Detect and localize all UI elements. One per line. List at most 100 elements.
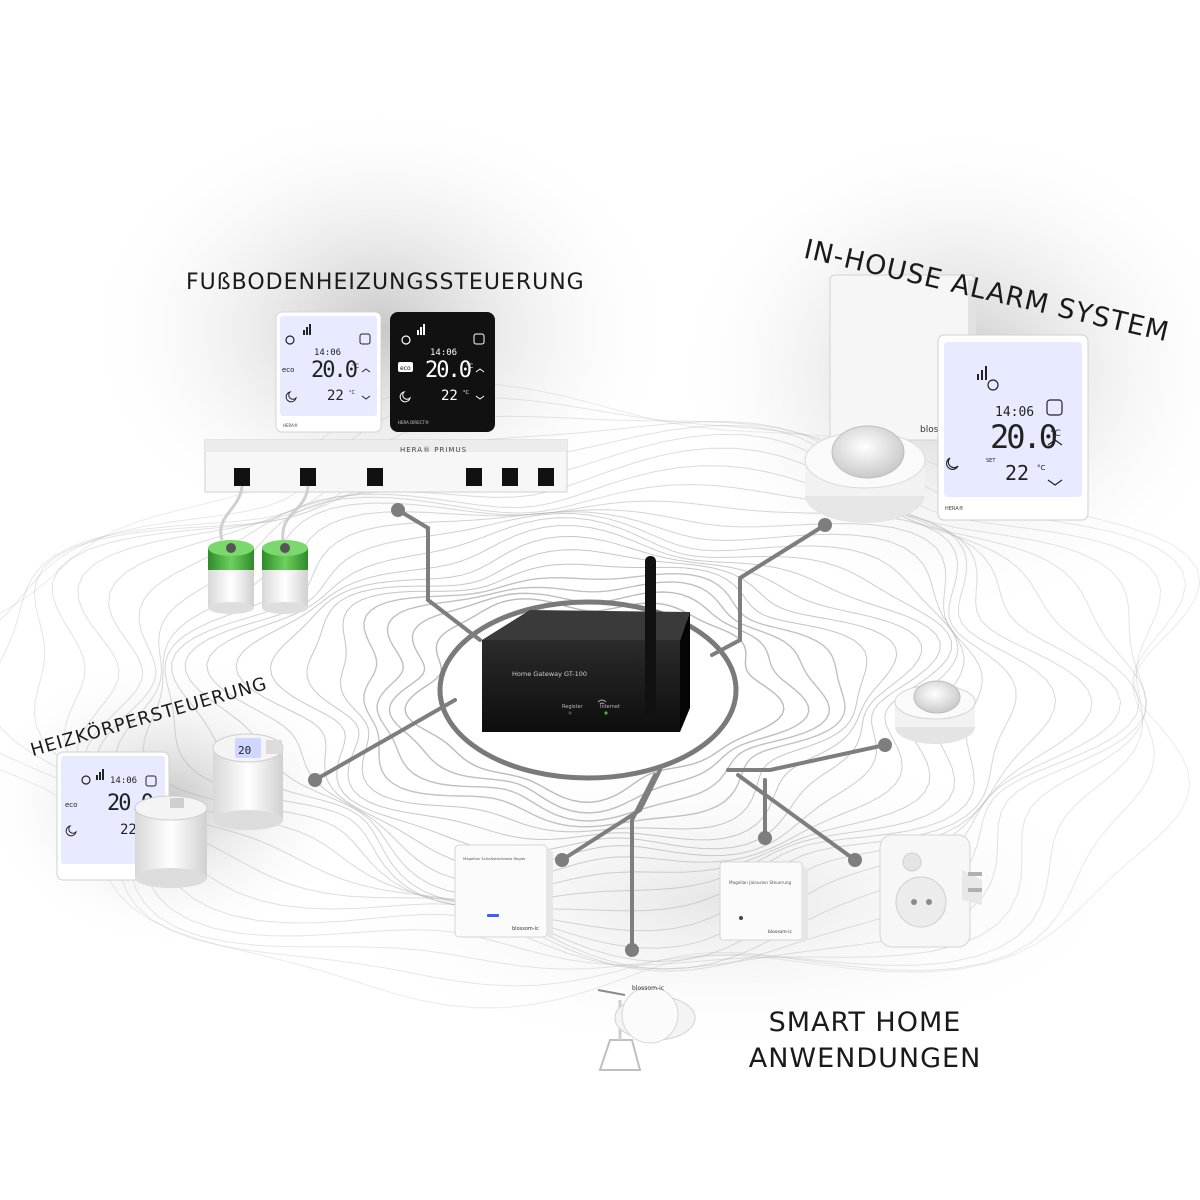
sun-icon: [285, 335, 295, 345]
contour-line: [184, 512, 959, 896]
connector-socket-plug: [736, 773, 857, 862]
moon-icon: [399, 391, 411, 403]
antenna-icon: [303, 324, 311, 335]
thermostat-time: 14:06: [430, 348, 457, 358]
contour-line: [269, 535, 923, 853]
thermostat-temp: 20.0: [425, 358, 471, 383]
thermostat-black: 14:06 eco 20.0 °C 22 °C HERA DIRECT®: [390, 312, 495, 432]
connector-motion-sensor: [726, 743, 887, 772]
switch-label: Magellan Schaltsteckdose Regler: [463, 856, 526, 861]
water-sensor: blossom-ic: [597, 985, 696, 1071]
socket-plug: [879, 834, 982, 948]
thermostat-set-temp: 22: [1005, 461, 1029, 485]
arrow-down-icon: [1047, 479, 1063, 486]
contour-line: [171, 511, 965, 904]
thermostat-set-unit: °C: [349, 390, 356, 396]
thermostat-time: 14:06: [110, 776, 137, 786]
thermostat-model-label: HERA®: [945, 505, 964, 512]
thermostat-set-unit: °C: [1037, 464, 1046, 472]
thermostat-temp-unit: °C: [466, 363, 473, 370]
thermostat-set-temp: 22: [441, 388, 458, 404]
heading-floor-heating: FUßBODENHEIZUNGSSTEUERUNG: [186, 270, 585, 295]
connector-lines: [313, 508, 887, 952]
gateway-ring: [437, 599, 739, 781]
status-led: [739, 916, 743, 920]
antenna-icon: [417, 324, 425, 335]
contour-line: [339, 563, 868, 833]
antenna-icon: [96, 769, 104, 780]
heading-smart-home: SMART HOME ANWENDUNGEN: [735, 1005, 995, 1077]
sun-icon: [987, 379, 999, 391]
connector-water-sensor: [630, 773, 657, 952]
thermostat-eco: eco: [400, 365, 411, 372]
antenna-icon: [645, 556, 656, 716]
contour-line: [164, 509, 983, 912]
thermostat-temp-unit: °C: [352, 363, 359, 370]
power-icon: [473, 333, 485, 345]
thermostat-set-temp: 22: [327, 388, 344, 404]
contour-line: [363, 573, 846, 828]
shutter-label: Magellan Jalousien Steuerung: [729, 880, 792, 885]
blossom-brand-label: blossom-ic: [512, 926, 539, 932]
radiator-valve: 20: [212, 733, 284, 830]
floor-actuator: [208, 540, 254, 614]
thermostat-temp: 20.0: [990, 418, 1057, 456]
gateway-name-label: Home Gateway GT-100: [512, 670, 587, 678]
thermostat-time: 14:06: [314, 348, 341, 358]
blossom-brand-label: blossom-ic: [768, 929, 793, 935]
contour-line: [388, 591, 810, 814]
home-gateway: Home Gateway GT-100 Register Internet: [482, 556, 690, 732]
arrow-down-icon: [361, 395, 371, 400]
power-icon: [1046, 399, 1063, 416]
motion-sensor-large: [804, 425, 926, 523]
thermostat-eco: eco: [282, 366, 294, 374]
wifi-icon: [597, 699, 607, 705]
sun-icon: [401, 335, 411, 345]
valve-display: 20: [238, 744, 251, 757]
thermostat-model-label: HERA DIRECT®: [398, 420, 429, 425]
thermostat-model-label: HERA®: [283, 423, 298, 428]
antenna-icon: [977, 366, 987, 380]
shutter-module: Magellan Jalousien Steuerung blossom-ic: [719, 861, 808, 941]
connector-radiator: [313, 698, 457, 782]
gateway-register-label: Register: [562, 704, 584, 710]
contour-line: [376, 581, 830, 822]
internet-led: [604, 711, 608, 715]
actuator-cable: [281, 485, 310, 541]
arrow-up-icon: [1047, 439, 1063, 446]
sun-icon: [81, 775, 91, 785]
blossom-brand-label: blossom-ic: [632, 985, 664, 992]
status-led: [487, 914, 499, 917]
contour-line: [306, 549, 898, 841]
floor-actuator: [262, 540, 308, 614]
thermostat-set-label: SET: [986, 458, 996, 464]
connector-floor-heating: [396, 508, 482, 642]
heading-smart-home-line1: SMART HOME: [768, 1007, 962, 1038]
contour-line: [235, 525, 941, 869]
connector-dots: [308, 503, 892, 957]
moon-icon: [65, 825, 77, 837]
moon-icon: [946, 457, 959, 470]
heading-smart-home-line2: ANWENDUNGEN: [748, 1043, 982, 1074]
gateway-internet-label: Internet: [600, 704, 620, 710]
thermostat-white: 14:06 eco 20.0 °C 22 °C HERA®: [275, 311, 382, 433]
thermostat-temp: 20.0: [311, 358, 357, 383]
power-icon: [145, 775, 157, 787]
arrow-down-icon: [475, 395, 485, 400]
power-icon: [359, 333, 371, 345]
motion-sensor-small: [894, 680, 976, 744]
radiator-actuator: [134, 795, 208, 888]
thermostat-eco: eco: [65, 801, 77, 809]
thermostat-temp-unit: °C: [1050, 429, 1061, 439]
arrow-up-icon: [475, 368, 485, 373]
arrow-up-icon: [361, 368, 371, 373]
switch-module: Magellan Schaltsteckdose Regler blossom-…: [454, 844, 553, 938]
contour-line: [404, 598, 785, 804]
thermostat-alarm: 14:06 20.0 °C SET 22 °C HERA®: [937, 334, 1089, 521]
contour-line: [206, 517, 953, 883]
thermostat-set-temp: 22: [120, 822, 137, 838]
hub-ports: [234, 468, 554, 486]
moon-icon: [285, 391, 297, 403]
